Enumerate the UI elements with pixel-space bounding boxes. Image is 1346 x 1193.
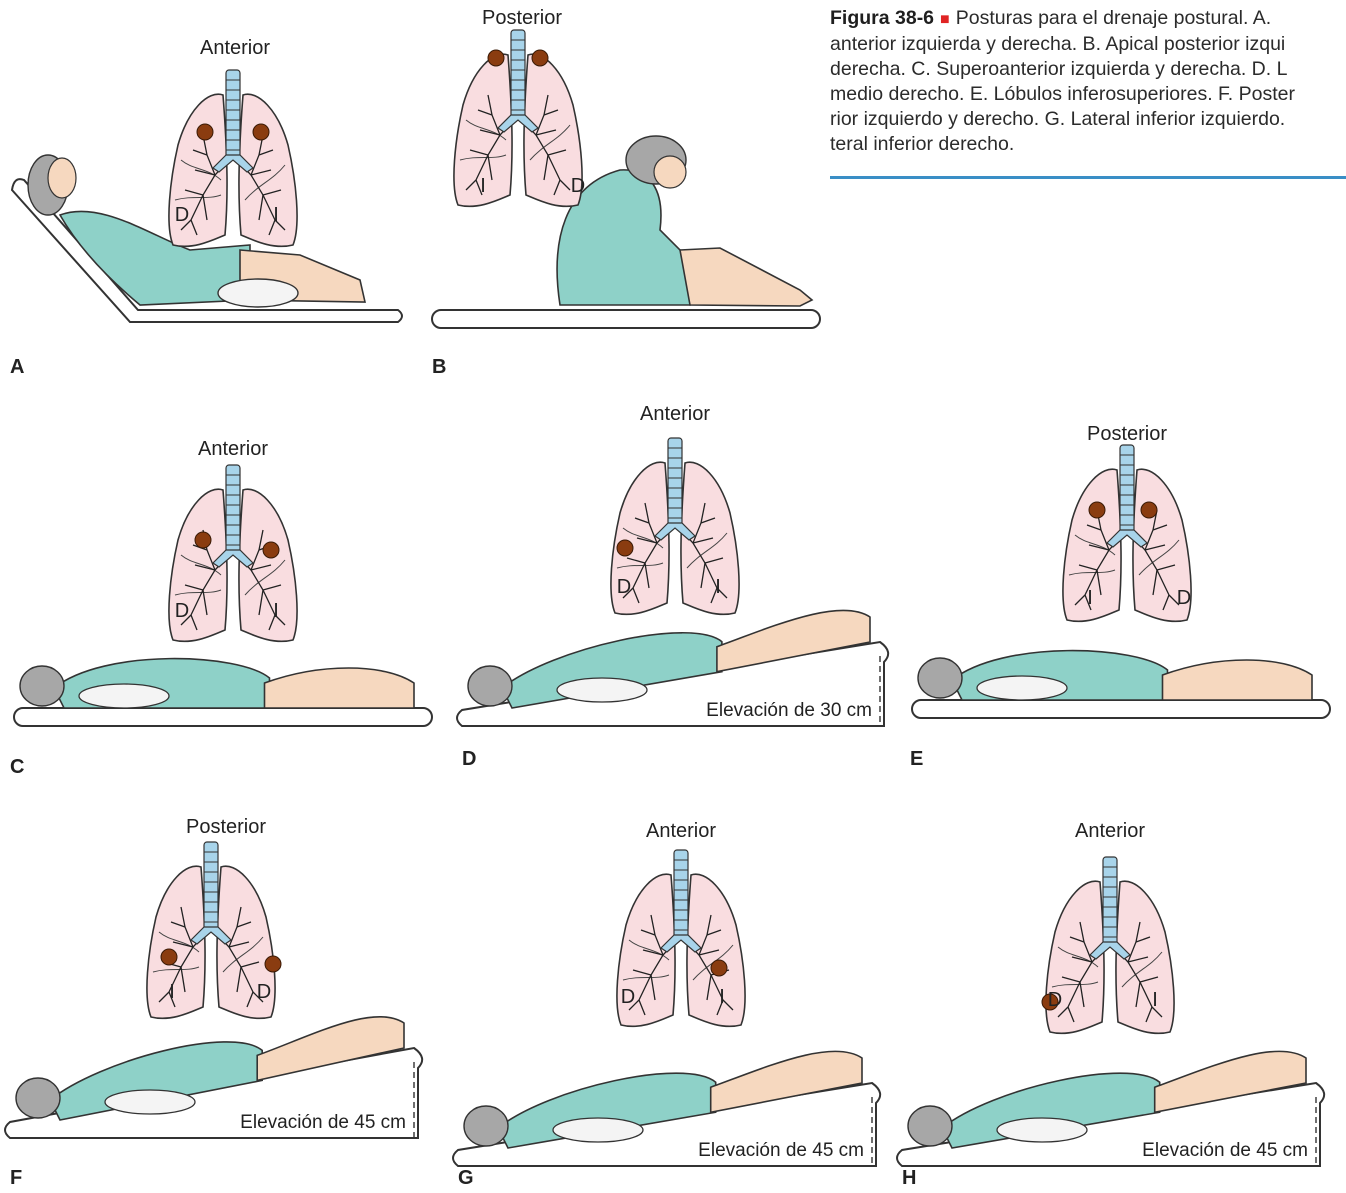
patient-figure [557,136,812,306]
lungs-diagram [454,30,582,206]
side-label-right: I [719,986,725,1008]
side-label-right: D [257,981,271,1003]
patient-figure [20,659,414,708]
side-label-left: I [1087,587,1093,609]
flat-bed [432,310,820,328]
secretion-marker [1141,502,1157,518]
secretion-marker [197,124,213,140]
side-label-right: I [715,576,721,598]
side-label-left: D [175,204,189,226]
panel-letter: F [10,1167,22,1189]
panel-letter: H [902,1167,916,1189]
secretion-marker [253,124,269,140]
view-label: Anterior [646,820,716,842]
secretion-marker [265,956,281,972]
elevation-label: Elevación de 45 cm [1142,1140,1308,1161]
panel-letter: B [432,356,446,378]
panel-letter: C [10,756,24,778]
side-label-left: D [621,986,635,1008]
side-label-left: I [480,175,486,197]
secretion-marker [532,50,548,66]
side-label-right: I [1152,989,1158,1011]
view-label: Posterior [1087,423,1167,445]
panel-letter: A [10,356,24,378]
flat-bed [912,700,1330,718]
lungs-diagram [1063,445,1191,621]
side-label-right: I [273,600,279,622]
lungs-diagram [617,850,745,1026]
secretion-marker [1089,502,1105,518]
view-label: Anterior [198,438,268,460]
side-label-right: I [273,204,279,226]
side-label-right: D [571,175,585,197]
secretion-marker [488,50,504,66]
flat-bed [14,708,432,726]
side-label-left: I [169,981,175,1003]
view-label: Anterior [200,37,270,59]
panel-letter: E [910,748,923,770]
side-label-left: D [1048,989,1062,1011]
secretion-marker [711,960,727,976]
side-label-right: D [1177,587,1191,609]
elevation-label: Elevación de 30 cm [706,700,872,721]
elevation-label: Elevación de 45 cm [698,1140,864,1161]
view-label: Anterior [1075,820,1145,842]
side-label-left: D [617,576,631,598]
patient-figure [918,651,1312,700]
side-label-left: D [175,600,189,622]
elevation-label: Elevación de 45 cm [240,1112,406,1133]
view-label: Posterior [186,816,266,838]
panel-letter: G [458,1167,474,1189]
secretion-marker [195,532,211,548]
secretion-marker [617,540,633,556]
view-label: Posterior [482,7,562,29]
panel-letter: D [462,748,476,770]
view-label: Anterior [640,403,710,425]
secretion-marker [161,949,177,965]
secretion-marker [263,542,279,558]
